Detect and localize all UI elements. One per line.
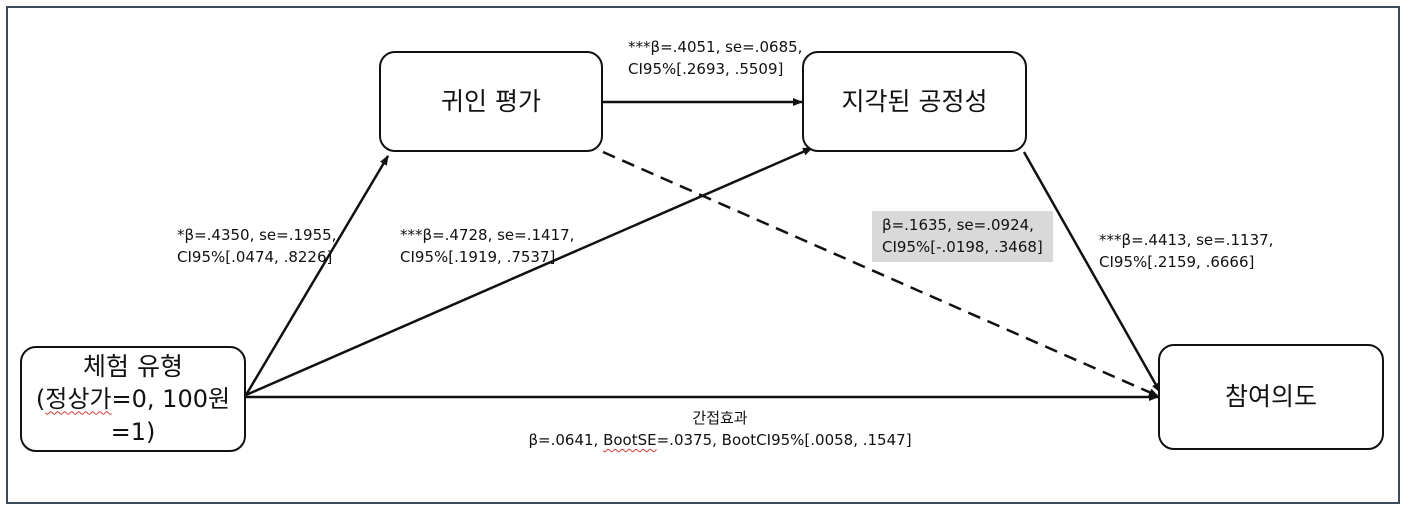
label-type-to-attribution: *β=.4350, se=.1955, CI95%[.0474, .8226] [177,224,336,268]
label-attribution-to-fairness-line2: CI95%[.2693, .5509] [628,60,784,78]
label-type-to-fairness-line2: CI95%[.1919, .7537] [400,248,556,266]
label-attribution-to-fairness-line1: ***β=.4051, se=.0685, [628,38,803,56]
diagram-frame [6,6,1400,504]
label-attribution-to-intention-line2: CI95%[-.0198, .3468] [882,238,1043,256]
node-experience-type-line2: (정상가=0, 100원=1) [22,383,244,448]
node-experience-type: 체험 유형 (정상가=0, 100원=1) [20,346,246,452]
label-indirect-effect-rest: =.0375, BootCI95%[.0058, .1547] [656,431,912,449]
label-indirect-effect-title: 간접효과 [692,409,748,427]
label-type-to-attribution-line1: *β=.4350, se=.1955, [177,226,337,244]
node-experience-type-rest: =0, 100원=1) [110,385,231,446]
label-attribution-to-fairness: ***β=.4051, se=.0685, CI95%[.2693, .5509… [628,36,802,80]
arrow-type-to-attribution [244,155,390,396]
node-fairness: 지각된 공정성 [802,51,1027,152]
label-indirect-effect-prefix: β=.0641, [528,431,604,449]
label-fairness-to-intention-line1: ***β=.4413, se=.1137, [1099,231,1274,249]
node-attribution: 귀인 평가 [379,51,603,152]
node-experience-type-line1: 체험 유형 [83,351,183,381]
label-indirect-effect-marked: BootSE [603,431,657,449]
label-type-to-fairness: ***β=.4728, se=.1417, CI95%[.1919, .7537… [400,224,574,268]
label-attribution-to-intention-line1: β=.1635, se=.0924, [882,216,1034,234]
node-attribution-label: 귀인 평가 [441,86,541,116]
node-intention-label: 참여의도 [1224,382,1317,412]
label-type-to-fairness-line1: ***β=.4728, se=.1417, [400,226,575,244]
arrow-attribution-to-intention [602,150,1159,398]
arrow-type-to-fairness [245,146,813,397]
label-attribution-to-intention: β=.1635, se=.0924, CI95%[-.0198, .3468] [872,211,1053,262]
label-fairness-to-intention: ***β=.4413, se=.1137, CI95%[.2159, .6666… [1099,229,1273,273]
node-intention: 참여의도 [1158,344,1384,450]
label-fairness-to-intention-line2: CI95%[.2159, .6666] [1099,253,1255,271]
node-experience-type-marked: 정상가 [45,385,112,414]
node-fairness-label: 지각된 공정성 [841,86,988,116]
label-indirect-effect-stats: β=.0641, BootSE=.0375, BootCI95%[.0058, … [510,429,930,451]
label-type-to-attribution-line2: CI95%[.0474, .8226] [177,248,333,266]
label-indirect-effect: 간접효과 β=.0641, BootSE=.0375, BootCI95%[.0… [510,407,930,451]
node-experience-type-paren: ( [35,385,46,414]
arrow-fairness-to-intention [1022,151,1162,393]
